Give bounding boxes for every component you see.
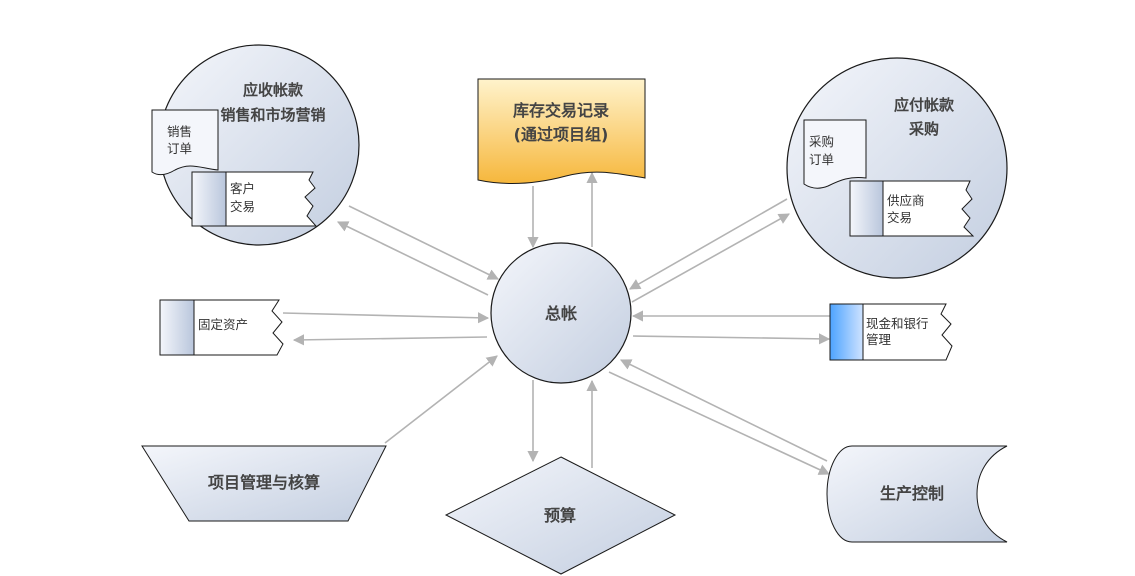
arrow-gl-to-production	[608, 371, 831, 475]
budget-label: 预算	[544, 506, 576, 525]
vendor-transactions-tape: 供应商 交易	[849, 180, 975, 237]
accounts-payable-node: 应付帐款 采购 采购 订单 供应商 交易	[786, 57, 1008, 279]
budget-node: 预算	[444, 456, 677, 575]
purchase-order-document: 采购 订单	[803, 119, 867, 189]
fixed-assets-node: 固定资产	[159, 299, 284, 356]
sales-order-line2: 订单	[167, 141, 192, 156]
customer-transactions-line1: 客户	[230, 181, 255, 196]
ap-title: 应付帐款	[894, 96, 955, 114]
general-ledger-node: 总帐	[490, 242, 632, 384]
fixed-assets-label: 固定资产	[198, 317, 248, 332]
customer-transactions-tape: 客户 交易	[191, 171, 318, 227]
inventory-transactions-node: 库存交易记录 (通过项目组)	[477, 78, 646, 184]
project-accounting-label: 项目管理与核算	[208, 473, 320, 492]
ap-subtitle: 采购	[908, 120, 939, 138]
arrow-ap-to-gl	[629, 198, 788, 290]
arrow-gl-to-ar	[336, 221, 489, 296]
production-control-node: 生产控制	[826, 445, 1008, 543]
arrow-gl-to-ap	[631, 213, 790, 303]
arrow-gl-to-fixed-assets	[292, 334, 488, 346]
arrow-fixed-assets-to-gl	[282, 312, 490, 324]
sales-order-document: 销售 订单	[151, 109, 219, 176]
arrow-gl-to-cash	[632, 333, 831, 345]
vendor-transactions-line2: 交易	[887, 210, 912, 225]
arrow-ar-to-gl	[348, 205, 500, 280]
arrow-project-to-gl	[384, 355, 498, 444]
purchase-order-line2: 订单	[809, 152, 834, 167]
cash-bank-node: 现金和银行 管理	[829, 303, 953, 361]
vendor-transactions-line1: 供应商	[887, 193, 925, 208]
ar-subtitle: 销售和市场营销	[220, 106, 325, 124]
customer-transactions-line2: 交易	[230, 199, 255, 214]
general-ledger-label: 总帐	[545, 304, 577, 323]
arrow-production-to-gl	[619, 359, 828, 462]
inventory-line1: 库存交易记录	[513, 101, 609, 120]
cash-bank-line1: 现金和银行	[866, 316, 929, 331]
cash-bank-line2: 管理	[866, 332, 892, 347]
production-control-label: 生产控制	[880, 484, 944, 503]
ar-title: 应收帐款	[243, 81, 304, 99]
accounts-receivable-node: 应收帐款 销售和市场营销 销售 订单 客户 交易	[151, 44, 360, 246]
sales-order-line1: 销售	[167, 124, 192, 139]
inventory-line2: (通过项目组)	[514, 125, 609, 144]
connector-arrows	[282, 171, 831, 475]
project-accounting-node: 项目管理与核算	[141, 445, 387, 522]
purchase-order-line1: 采购	[809, 134, 834, 149]
